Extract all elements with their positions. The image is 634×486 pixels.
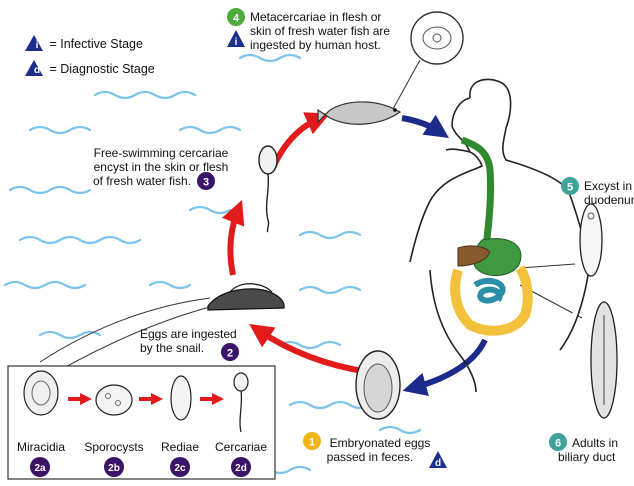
caption-line: Embryonated eggs (320, 436, 440, 450)
caption-line: Metacercariae in flesh or (250, 10, 390, 24)
arrow-fish-to-human (402, 118, 440, 132)
svg-text:i: i (235, 37, 238, 48)
embryonated-egg (356, 351, 400, 419)
caption-line: skin of fresh water fish are (250, 24, 390, 38)
svg-text:6: 6 (555, 438, 561, 450)
svg-text:2d: 2d (235, 463, 247, 474)
badge-6: 6 (549, 433, 567, 451)
legend-diagnostic: d = Diagnostic Stage (28, 62, 155, 78)
metacercaria-cyst (411, 12, 463, 64)
caption-line: passed in feces. (320, 450, 440, 464)
fish (318, 102, 400, 124)
stage-4-caption: Metacercariae in flesh or skin of fresh … (250, 10, 390, 52)
caption-line: by the snail. (140, 341, 237, 355)
svg-text:2b: 2b (108, 463, 120, 474)
badge-4: 4 (227, 8, 245, 26)
badge-1: 1 (303, 432, 321, 450)
inset-label-rediae: Rediae (155, 440, 205, 454)
svg-text:2a: 2a (34, 463, 46, 474)
caption-line: ingested by human host. (250, 38, 390, 52)
stage-6-caption: Adults in biliary duct (572, 436, 632, 464)
legend-diagnostic-marker: d (28, 64, 46, 78)
human-host-figure (410, 79, 590, 392)
infective-marker-stage-4: i (227, 30, 245, 48)
stage-2-caption: Eggs are ingested by the snail. (140, 327, 237, 355)
legend-diagnostic-text: = Diagnostic Stage (49, 62, 154, 76)
legend-infective-text: = Infective Stage (49, 37, 142, 51)
badge-2d: 2d (231, 457, 251, 477)
juvenile-fluke (580, 204, 602, 276)
adult-fluke (591, 302, 617, 418)
caption-line: Free-swimming cercariae (76, 146, 246, 160)
badge-5: 5 (561, 177, 579, 195)
caption-line: Eggs are ingested (140, 327, 237, 341)
caption-line: biliary duct (558, 450, 632, 464)
arrow-cercariae-to-fish (272, 118, 320, 170)
caption-line: Adults in (572, 436, 632, 450)
inset-label-cercariae: Cercariae (208, 440, 274, 454)
stage-3-caption: Free-swimming cercariae encyst in the sk… (76, 146, 246, 188)
badge-2b: 2b (104, 457, 124, 477)
badge-2c: 2c (170, 457, 190, 477)
caption-line: encyst in the skin or flesh (76, 160, 246, 174)
snail (208, 284, 284, 310)
stage-1-caption: Embryonated eggs passed in feces. (320, 436, 440, 464)
cercaria-free-swimming (259, 146, 277, 232)
legend-infective-marker: i (28, 39, 46, 53)
inset-label-sporocysts: Sporocysts (78, 440, 150, 454)
red-cycle-arrows (230, 118, 368, 372)
legend-infective: i = Infective Stage (28, 37, 143, 53)
caption-line: duodenum (584, 193, 634, 207)
badge-2a: 2a (30, 457, 50, 477)
inset-label-miracidia: Miracidia (10, 440, 72, 454)
svg-text:5: 5 (567, 182, 573, 194)
stage-5-caption: Excyst in duodenum (584, 179, 634, 207)
arrow-snail-to-cercariae (230, 210, 238, 275)
caption-line: of fresh water fish. (76, 174, 246, 188)
caption-line: Excyst in (584, 179, 634, 193)
svg-text:4: 4 (233, 13, 240, 25)
svg-text:2c: 2c (174, 463, 186, 474)
svg-text:1: 1 (309, 437, 315, 449)
